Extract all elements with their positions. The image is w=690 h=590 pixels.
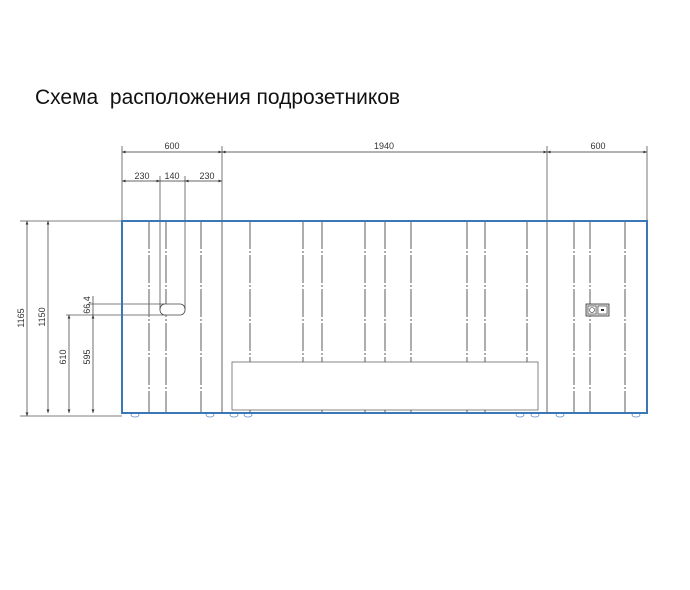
dim-height-595: 595: [82, 349, 92, 364]
dim-hole-height: 66,4: [82, 296, 92, 314]
dim-top-left: 600: [164, 141, 179, 151]
tv-cabinet: [231, 361, 539, 411]
dim-top-right: 600: [590, 141, 605, 151]
dim-sub-middle: 140: [164, 171, 179, 181]
dim-height-610: 610: [58, 349, 68, 364]
socket-icon: [585, 303, 610, 317]
dim-height-total: 1165: [16, 308, 26, 327]
furniture-outline: [121, 220, 648, 414]
dim-sub-left: 230: [134, 171, 149, 181]
dimension-lines: [25, 150, 647, 416]
panel-joints: [148, 221, 626, 413]
diagram-title: Схема расположения подрозетников: [35, 86, 401, 109]
dim-sub-right: 230: [199, 171, 214, 181]
dim-top-middle: 1940: [374, 141, 394, 151]
dim-height-body: 1150: [37, 307, 47, 326]
cable-hole: [159, 303, 186, 316]
